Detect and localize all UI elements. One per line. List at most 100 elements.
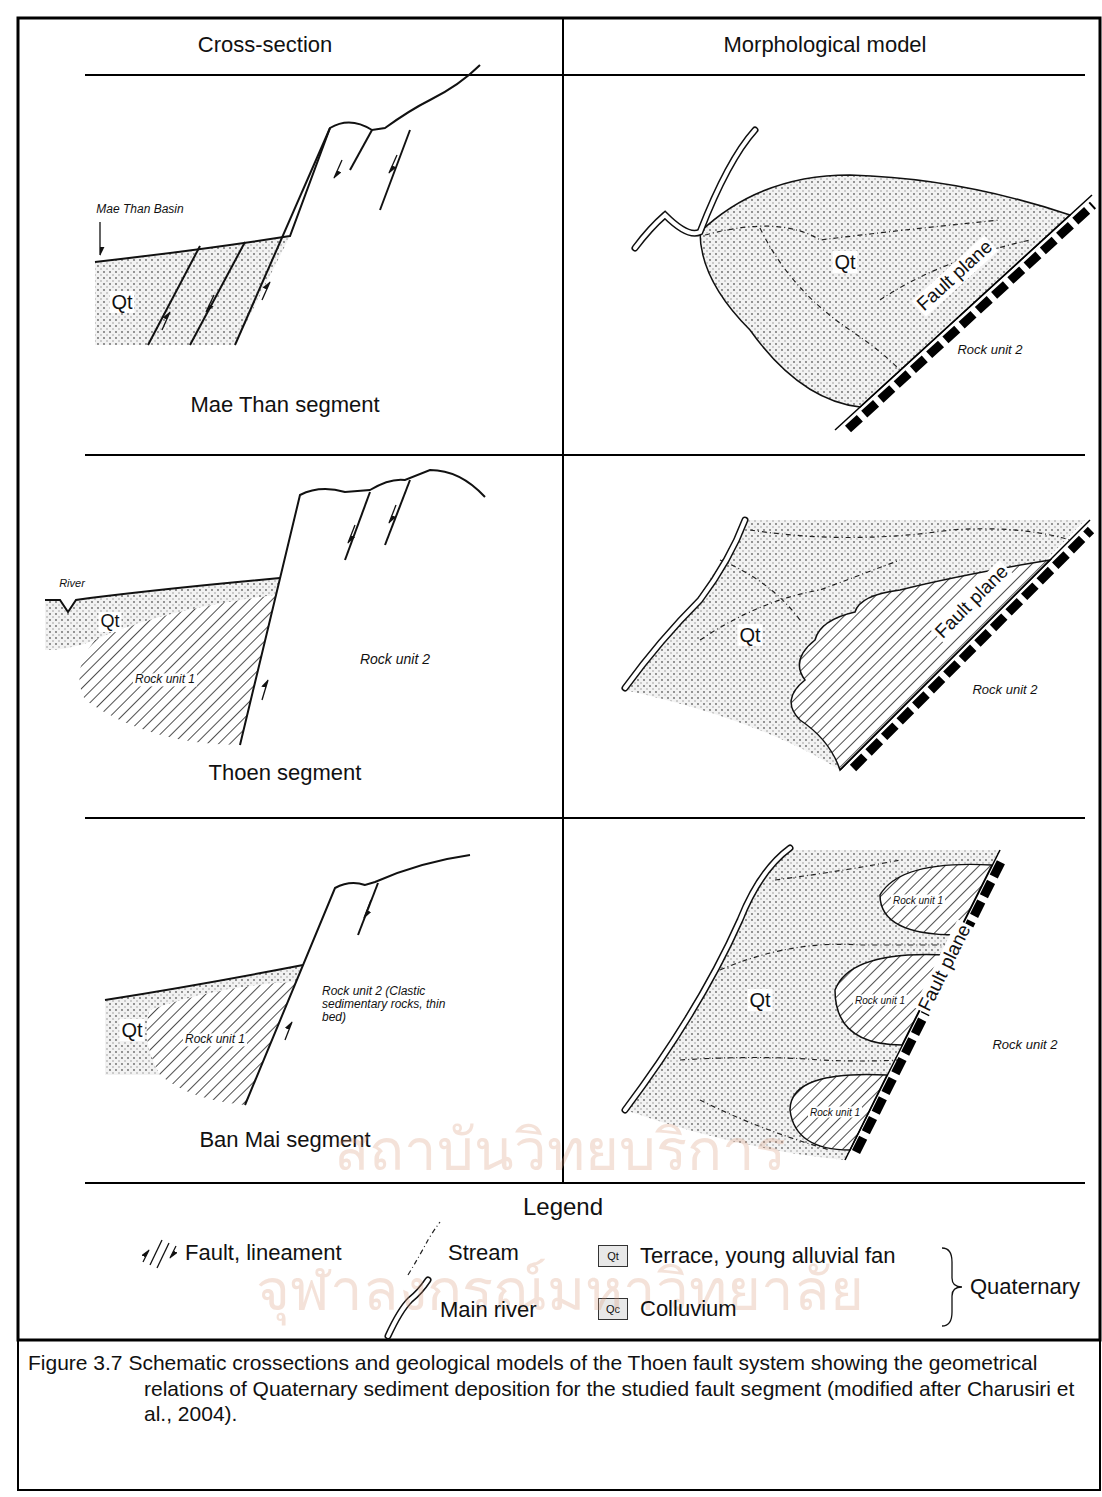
pointer-arrow (99, 222, 100, 255)
thoen-section (45, 470, 485, 745)
rock-unit-1-outcrop (791, 560, 1050, 770)
legend-group-label: Quaternary (970, 1275, 1080, 1299)
unit-label: Qt (98, 612, 121, 632)
row-rule (85, 74, 1085, 76)
column-heading: Cross-section (198, 33, 332, 57)
slip-arrow (162, 312, 170, 330)
rock-label: Rock unit 1 (891, 895, 945, 906)
rock-label: Rock unit 2 (972, 683, 1037, 697)
qt-terrace (625, 520, 1085, 770)
stream (760, 228, 900, 370)
slip-arrow (262, 282, 270, 300)
column-divider (562, 18, 564, 1183)
fault-scarp (245, 855, 470, 1105)
slip-arrow (389, 505, 396, 523)
fault-line (190, 242, 245, 345)
legend-text: Main river (440, 1297, 537, 1323)
legend-text: Terrace, young alluvial fan (640, 1243, 896, 1269)
mae-than-model (635, 130, 1093, 430)
slip-arrow (206, 295, 214, 312)
rock-label: Rock unit 1 (133, 673, 197, 686)
stream (720, 944, 950, 970)
river-label: River (57, 577, 87, 589)
fault-line (385, 480, 410, 545)
frame (18, 18, 1100, 1490)
legend-heading: Legend (523, 1194, 603, 1220)
row-rule (85, 1182, 1085, 1184)
qt-deposit (95, 236, 290, 345)
fault-symbol (170, 1246, 176, 1258)
place-label: Mae Than Basin (94, 203, 185, 216)
rock-label: Rock unit 1 (853, 995, 907, 1006)
slip-arrow (285, 1022, 292, 1040)
slip-arrow (348, 525, 355, 543)
unit-label: Qt (747, 989, 772, 1011)
rock-label: Rock unit 1 (183, 1033, 247, 1046)
stream (705, 220, 1000, 240)
stream (720, 560, 800, 620)
fault-symbol (143, 1250, 149, 1262)
segment-title: Mae Than segment (190, 393, 379, 417)
slip-arrow (262, 680, 268, 700)
outer-frame (18, 18, 1100, 1340)
rock-unit-1 (79, 595, 276, 745)
main-river (625, 848, 790, 1110)
legend-symbols (143, 1222, 962, 1336)
fault-symbol (157, 1243, 169, 1268)
rock-unit-1 (147, 982, 296, 1105)
rock-label: Rock unit 2 (360, 652, 430, 667)
qt-fan (700, 175, 1070, 407)
slip-arrow (334, 160, 342, 178)
watermark: สถาบันวิทยบริการ (334, 1118, 786, 1182)
unit-label: Qt (109, 291, 134, 313)
stream (700, 560, 900, 640)
figure-caption: Figure 3.7 Schematic crossections and ge… (28, 1350, 1088, 1427)
ground-surface (95, 65, 480, 262)
rock-label: Rock unit 2 (Clastic sedimentary rocks, … (322, 985, 462, 1025)
fault-line (350, 130, 372, 170)
rock-unit-1-lobe (790, 1074, 887, 1150)
mae-than-section (95, 65, 480, 345)
row-rule (85, 454, 1085, 456)
stream (680, 1058, 900, 1062)
fault-line (148, 246, 200, 345)
fault-plane-line (840, 520, 1090, 770)
ban-mai-section (105, 855, 470, 1105)
fault-scarp (240, 470, 485, 745)
brace (942, 1248, 962, 1326)
main-river (625, 848, 790, 1110)
qt-terrace (625, 850, 1000, 1160)
unit-label: Qt (832, 251, 857, 273)
main-river (625, 520, 745, 688)
main-river (625, 520, 745, 688)
fault-plane (848, 205, 1093, 429)
slip-arrow (389, 155, 397, 173)
stream (775, 860, 900, 880)
legend-text: Fault, lineament (185, 1240, 342, 1266)
legend-text: Stream (448, 1240, 519, 1266)
slip-arrow (364, 900, 371, 918)
stream (750, 529, 1070, 540)
fault-plane (853, 530, 1091, 768)
legend-text: Colluvium (640, 1296, 737, 1322)
fault-plane (856, 860, 1002, 1152)
ground-surface (105, 965, 303, 1000)
column-heading: Morphological model (724, 33, 927, 57)
fault-line (235, 128, 330, 345)
fault-line (358, 883, 378, 935)
ban-mai-model (625, 848, 1002, 1160)
fault-plane-line (835, 195, 1092, 430)
row-rule (85, 817, 1085, 819)
fault-line (345, 492, 370, 560)
rock-label: Rock unit 1 (808, 1107, 862, 1118)
unit-label: Qt (737, 624, 762, 646)
unit-label: Qt (119, 1019, 144, 1041)
rock-label: Rock unit 2 (957, 343, 1022, 357)
segment-title: Thoen segment (209, 761, 362, 785)
main-river (635, 130, 755, 248)
rock-label: Rock unit 2 (992, 1038, 1057, 1052)
main-river (635, 130, 755, 248)
fault-line (380, 130, 410, 210)
thoen-model (625, 520, 1091, 770)
